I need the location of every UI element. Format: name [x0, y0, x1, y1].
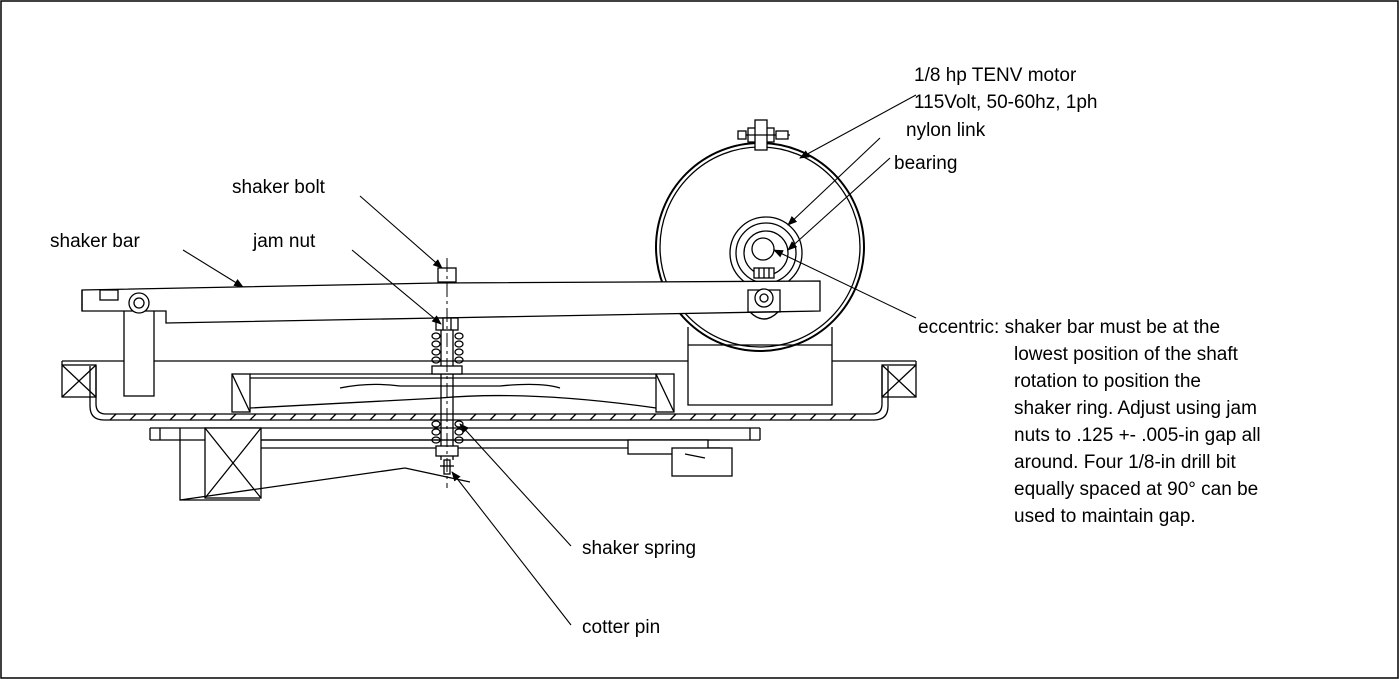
labels: 1/8 hp TENV motor 115Volt, 50-60hz, 1ph …: [50, 65, 1261, 638]
label-motor-line2: 115Volt, 50-60hz, 1ph: [914, 92, 1097, 113]
eccentric-assembly: [729, 216, 803, 290]
leader-lines: [182, 94, 917, 626]
label-eccentric-5: nuts to .125 +- .005-in gap all: [1014, 425, 1261, 446]
label-bearing: bearing: [894, 153, 957, 174]
label-eccentric-3: rotation to position the: [1014, 371, 1201, 392]
label-eccentric-2: lowest position of the shaft: [1014, 344, 1239, 365]
left-pivot-pin: [128, 292, 150, 314]
motor-housing: [655, 142, 865, 352]
under-structure: [149, 427, 761, 501]
label-motor-line1: 1/8 hp TENV motor: [914, 65, 1077, 86]
label-shaker-spring: shaker spring: [582, 538, 696, 559]
shaker-bolt-stack: [431, 258, 464, 488]
base-tray: [61, 360, 917, 421]
shaker-spring-lower: [431, 420, 464, 444]
label-eccentric-8: used to maintain gap.: [1014, 506, 1196, 527]
shaker-bar: [81, 280, 821, 397]
right-pivot-pin: [754, 288, 774, 308]
tray-hatching: [109, 413, 857, 421]
label-cotter-pin: cotter pin: [582, 617, 660, 638]
label-eccentric-7: equally spaced at 90° can be: [1014, 479, 1258, 500]
label-nylon-link: nylon link: [906, 120, 986, 141]
motor-mount: [687, 327, 833, 406]
label-eccentric-4: shaker ring. Adjust using jam: [1014, 398, 1257, 419]
eccentric-shaft: [751, 237, 775, 261]
label-eccentric-6: around. Four 1/8-in drill bit: [1014, 452, 1236, 473]
shaker-spring-upper: [431, 332, 464, 364]
label-shaker-bolt: shaker bolt: [232, 177, 326, 198]
label-eccentric-1: eccentric: shaker bar must be at the: [918, 317, 1220, 338]
label-jam-nut: jam nut: [252, 231, 316, 252]
label-shaker-bar: shaker bar: [50, 231, 140, 252]
left-support-post: [123, 305, 155, 397]
motor-clamp-bolt: [737, 119, 790, 151]
motor: [655, 119, 865, 406]
